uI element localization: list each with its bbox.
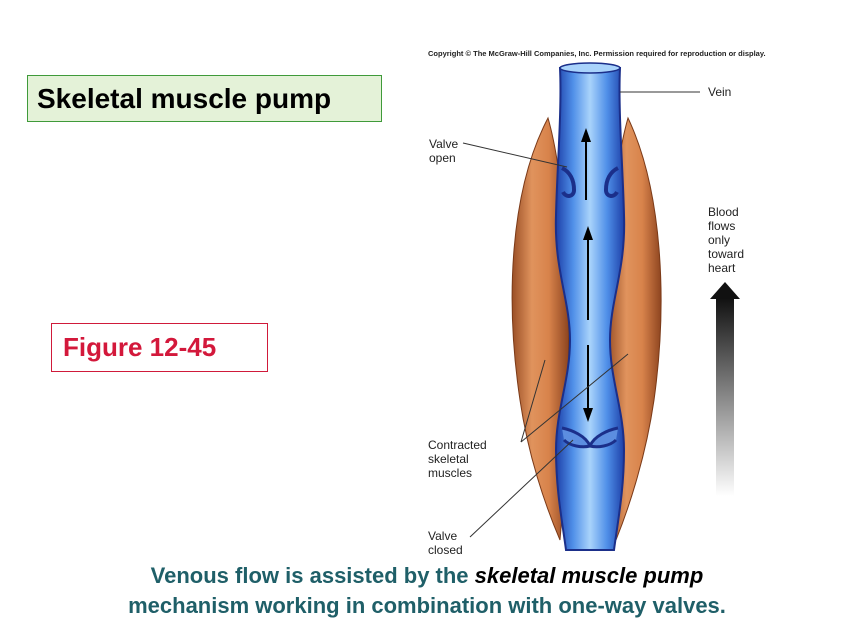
- label-valve-closed: Valve closed: [428, 529, 463, 557]
- flow-arrow-down-head: [583, 408, 593, 422]
- valve-open-right-flap: [603, 166, 620, 198]
- blood-flow-arrow-head: [710, 282, 740, 299]
- leader-valve-open: [462, 142, 568, 168]
- caption: Venous flow is assisted by the skeletal …: [0, 561, 854, 621]
- label-valve-open: Valve open: [429, 137, 459, 165]
- caption-part1: Venous flow is assisted by the: [150, 563, 475, 588]
- flow-arrow-upper-head: [581, 128, 591, 142]
- valve-open-left-flap: [560, 166, 577, 198]
- label-blood-flow: Blood flows only toward heart: [708, 205, 745, 275]
- leader-valve-closed: [469, 439, 574, 538]
- leader-muscle-right: [520, 353, 629, 443]
- flow-arrow-middle-head: [583, 226, 593, 240]
- label-contracted-muscles: Contracted skeletal muscles: [428, 438, 487, 480]
- leader-muscle-left: [520, 359, 546, 443]
- label-vein: Vein: [708, 85, 732, 99]
- vein-top-opening: [559, 62, 621, 74]
- caption-emphasis: skeletal muscle pump: [474, 563, 704, 588]
- slide-title: Skeletal muscle pump: [27, 75, 382, 122]
- blood-flow-arrow-shaft: [716, 298, 734, 496]
- valve-closed-right-flap: [587, 426, 619, 449]
- figure-label: Figure 12-45: [51, 323, 268, 372]
- caption-part2: mechanism working in combination with on…: [128, 593, 726, 618]
- copyright-notice: Copyright © The McGraw-Hill Companies, I…: [428, 49, 766, 58]
